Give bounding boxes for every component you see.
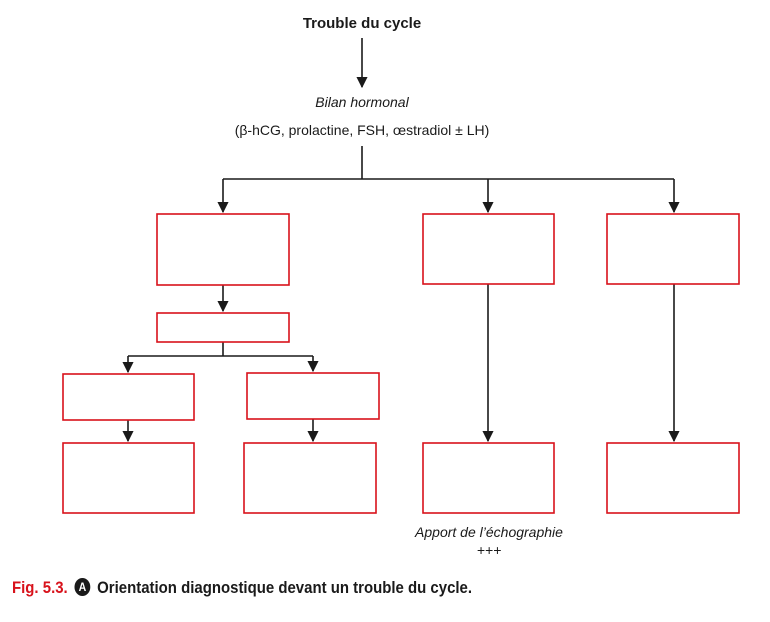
figure-caption: Fig. 5.3. A Orientation diagnostique dev… [12, 578, 472, 598]
hormonal-assessment-label: Bilan hormonal [315, 94, 409, 110]
box-bottom-2 [243, 442, 377, 514]
box-sub-right [246, 372, 380, 420]
box-left-top [156, 213, 290, 286]
box-sub-left [62, 373, 195, 421]
diagram-title: Trouble du cycle [302, 15, 422, 32]
ultrasound-note: Apport de l’échographie +++ [415, 524, 563, 558]
box-bottom-3 [422, 442, 555, 514]
caption-text: Orientation diagnostique devant un troub… [97, 578, 473, 597]
level-a-badge-icon: A [74, 578, 91, 596]
box-bottom-4 [606, 442, 740, 514]
box-right-top [606, 213, 740, 285]
box-middle-top [422, 213, 555, 285]
figure-label: Fig. 5.3. [12, 578, 68, 597]
box-left-small [156, 312, 290, 343]
hormonal-assessment-detail: (β-hCG, prolactine, FSH, œstradiol ± LH) [234, 122, 490, 138]
box-bottom-1 [62, 442, 195, 514]
